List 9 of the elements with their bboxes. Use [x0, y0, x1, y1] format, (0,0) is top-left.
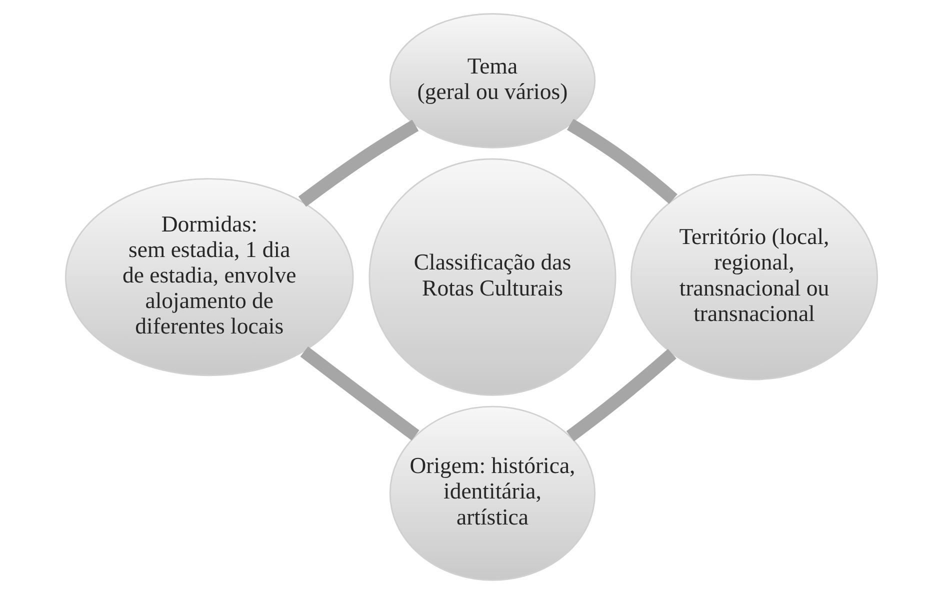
node-ellipse: Dormidas: sem estadia, 1 dia de estadia, envolve alojamento de diferentes locais — [64, 178, 354, 376]
connector — [298, 120, 418, 207]
node-circle: Classificação das Rotas Culturais — [368, 158, 616, 396]
node-ellipse: Origem: histórica, identitária, artística — [388, 406, 596, 581]
connector — [566, 118, 677, 204]
node-ellipse: Tema (geral ou vários) — [388, 13, 596, 148]
connector — [566, 348, 676, 442]
node-ellipse: Território (local, regional, transnacional ou transnacional — [630, 174, 878, 380]
connector — [300, 346, 419, 440]
